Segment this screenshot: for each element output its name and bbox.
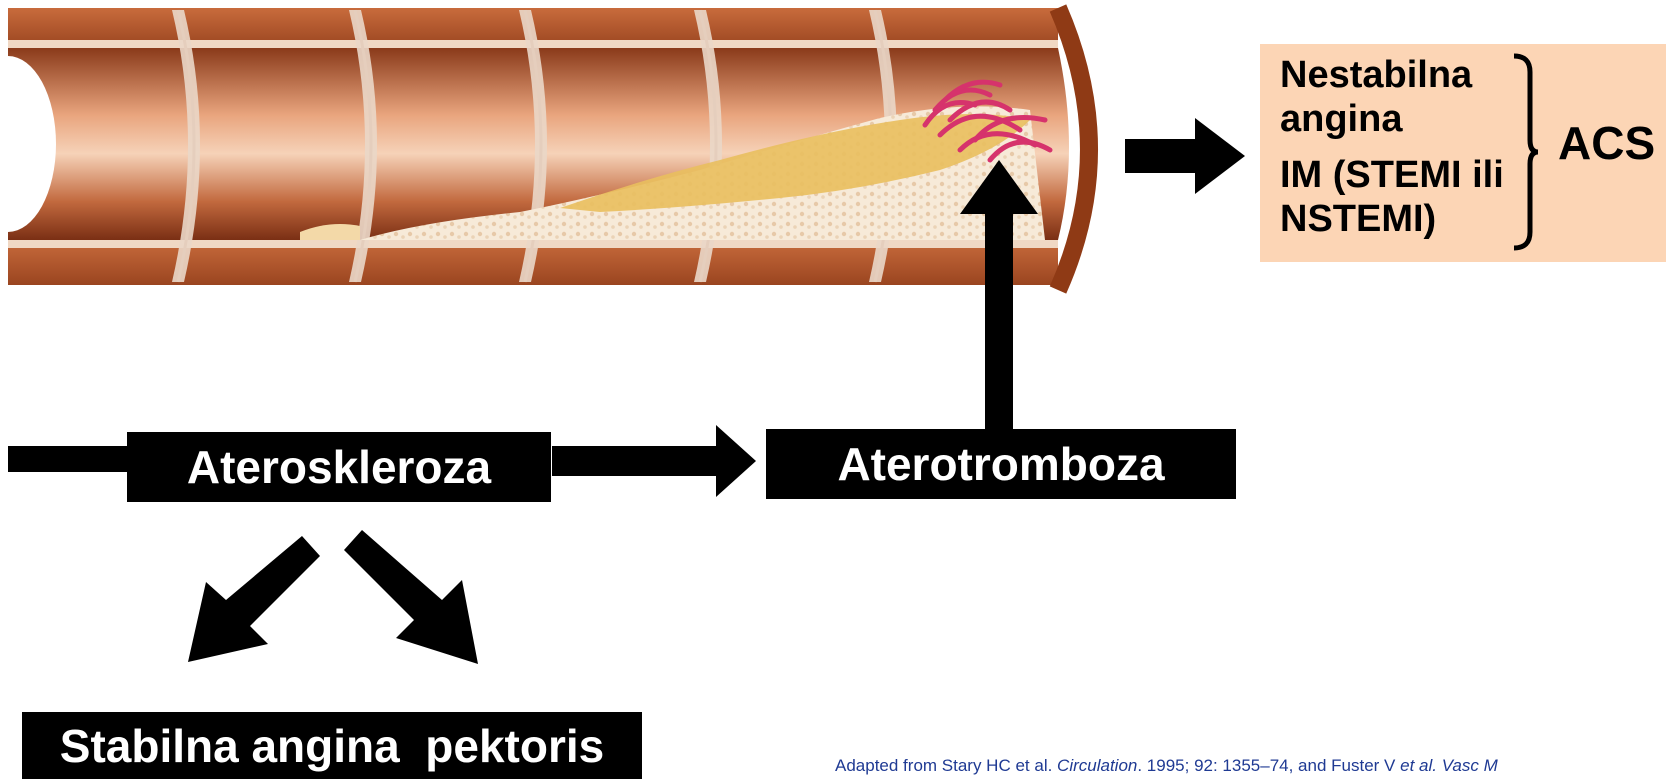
arrow-down-right: [344, 530, 478, 664]
arrow-to-acs: [1125, 118, 1245, 194]
arrow-athero-to-thrombo: [552, 425, 756, 497]
citation-part2: . 1995; 92: 1355–74, and Fuster V: [1137, 756, 1400, 775]
node-stabilna-angina: Stabilna angina pektoris: [22, 712, 642, 779]
node-aterotromboza: Aterotromboza: [766, 429, 1236, 499]
node-stabilna-angina-label: Stabilna angina pektoris: [60, 719, 604, 773]
citation: Adapted from Stary HC et al. Circulation…: [835, 756, 1670, 776]
node-aterotromboza-label: Aterotromboza: [837, 437, 1164, 491]
node-ateroskleroza-label: Ateroskleroza: [187, 440, 491, 494]
citation-part1: Adapted from Stary HC et al.: [835, 756, 1057, 775]
incoming-bar: [8, 446, 130, 472]
arrow-down-left: [188, 536, 320, 662]
acs-line-1: Nestabilna: [1280, 52, 1472, 98]
acs-line-3: IM (STEMI ili: [1280, 152, 1504, 198]
citation-etal: et al. Vasc M: [1400, 756, 1498, 775]
acs-panel: Nestabilna angina IM (STEMI ili NSTEMI) …: [1260, 44, 1666, 262]
arrow-thrombo-up: [960, 160, 1038, 430]
acs-line-4: NSTEMI): [1280, 196, 1436, 242]
citation-journal: Circulation: [1057, 756, 1137, 775]
node-ateroskleroza: Ateroskleroza: [127, 432, 551, 502]
right-brace: [1510, 52, 1540, 252]
acs-label: ACS: [1558, 116, 1655, 170]
acs-line-2: angina: [1280, 96, 1402, 142]
